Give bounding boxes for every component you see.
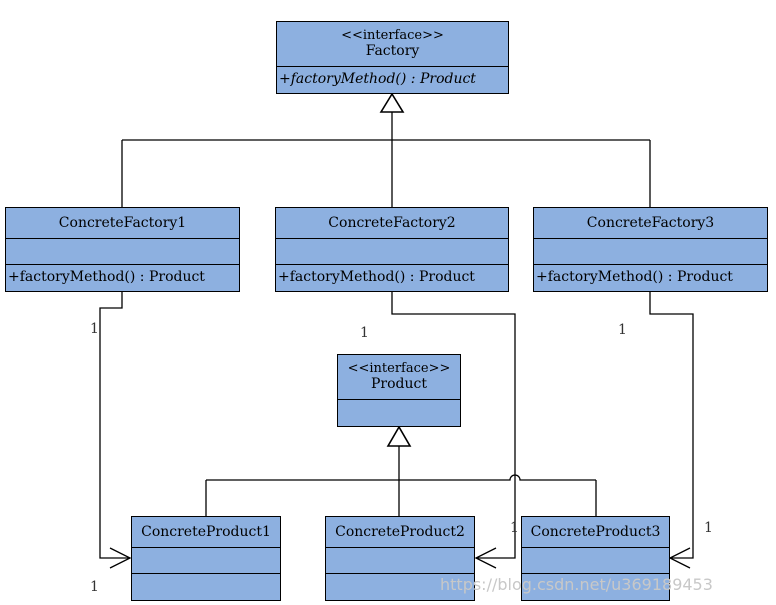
factory-stereotype: <<interface>> — [341, 28, 444, 44]
concrete-factory-1-attributes — [6, 239, 239, 265]
concrete-factory-1-class[interactable]: ConcreteFactory1 +factoryMethod() : Prod… — [5, 207, 240, 292]
concrete-product-2-attributes — [326, 548, 474, 574]
concrete-product-3-class[interactable]: ConcreteProduct3 — [521, 516, 670, 601]
factory-operation: +factoryMethod() : Product — [279, 71, 476, 88]
concrete-product-3-header: ConcreteProduct3 — [522, 517, 669, 548]
product-name: Product — [371, 376, 427, 393]
concrete-factory-2-operation: +factoryMethod() : Product — [278, 269, 475, 285]
product-interface-class[interactable]: <<interface>> Product — [337, 354, 461, 427]
concrete-product-1-operations — [132, 574, 280, 600]
watermark-text: https://blog.csdn.net/u369189453 — [440, 575, 713, 594]
multiplicity-label: 1 — [360, 325, 369, 341]
concrete-factory-3-header: ConcreteFactory3 — [534, 208, 767, 239]
concrete-product-1-attributes — [132, 548, 280, 574]
multiplicity-label: 1 — [618, 322, 627, 338]
factory-inheritance-triangle — [379, 92, 405, 113]
concrete-factory-3-operation: +factoryMethod() : Product — [536, 269, 733, 285]
arrowhead-product2 — [474, 547, 497, 569]
concrete-product-2-class[interactable]: ConcreteProduct2 — [325, 516, 475, 601]
concrete-product-2-header: ConcreteProduct2 — [326, 517, 474, 548]
concrete-factory-2-class[interactable]: ConcreteFactory2 +factoryMethod() : Prod… — [275, 207, 509, 292]
concrete-factory-1-header: ConcreteFactory1 — [6, 208, 239, 239]
arrowhead-product1 — [109, 547, 132, 569]
association-factory2-product2 — [391, 291, 516, 559]
product-header: <<interface>> Product — [338, 355, 460, 401]
association-factory3-product3 — [649, 291, 694, 559]
concrete-factory-3-attributes — [534, 239, 767, 265]
multiplicity-label: 1 — [704, 520, 713, 536]
product-inheritance-triangle — [386, 425, 412, 447]
concrete-factory-2-attributes — [276, 239, 508, 265]
concrete-product-3-name: ConcreteProduct3 — [530, 523, 661, 540]
concrete-product-1-header: ConcreteProduct1 — [132, 517, 280, 548]
concrete-factory-3-name: ConcreteFactory3 — [586, 214, 715, 231]
product-attributes — [338, 400, 460, 426]
multiplicity-label: 1 — [510, 520, 519, 536]
factory-interface-class[interactable]: <<interface>> Factory +factoryMethod() :… — [276, 21, 509, 94]
association-factory1-product1 — [99, 291, 130, 559]
concrete-product-2-name: ConcreteProduct2 — [335, 523, 465, 540]
concrete-product-3-attributes — [522, 548, 669, 574]
arrowhead-product3 — [668, 547, 691, 569]
concrete-factory-1-operation: +factoryMethod() : Product — [8, 269, 205, 285]
concrete-product-1-class[interactable]: ConcreteProduct1 — [131, 516, 281, 601]
concrete-factory-3-class[interactable]: ConcreteFactory3 +factoryMethod() : Prod… — [533, 207, 768, 292]
multiplicity-label: 1 — [90, 321, 99, 337]
concrete-factory-1-name: ConcreteFactory1 — [58, 214, 187, 231]
concrete-factory-2-name: ConcreteFactory2 — [328, 214, 456, 231]
multiplicity-label: 1 — [90, 579, 99, 595]
factory-header: <<interface>> Factory — [277, 22, 508, 68]
product-inheritance-bus — [206, 474, 596, 481]
concrete-product-1-name: ConcreteProduct1 — [141, 523, 271, 540]
concrete-factory-2-header: ConcreteFactory2 — [276, 208, 508, 239]
factory-name: Factory — [365, 43, 420, 60]
product-stereotype: <<interface>> — [347, 361, 451, 377]
